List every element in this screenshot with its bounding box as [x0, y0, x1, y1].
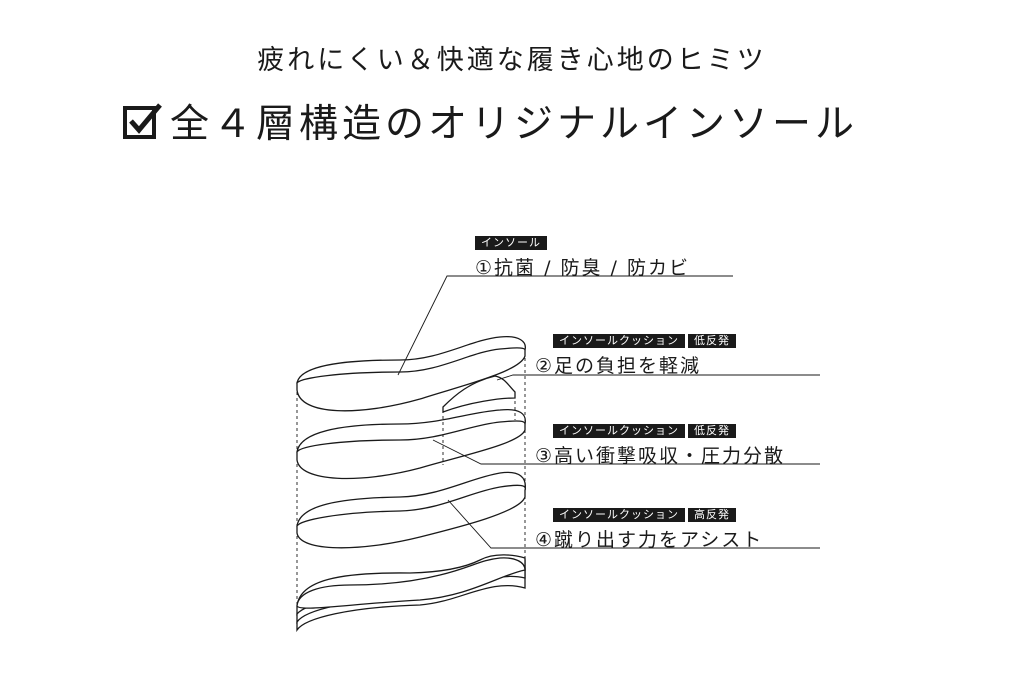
layer-4-tag-1: インソールクッション: [553, 508, 685, 522]
subtitle: 疲れにくい＆快適な履き心地のヒミツ: [257, 45, 767, 76]
heading: 全４層構造のオリジナルインソール: [120, 93, 858, 149]
layer-2-text: ②足の負担を軽減: [535, 355, 702, 377]
layer-4-text: ④蹴り出す力をアシスト: [535, 529, 764, 551]
layer-1-tag: インソール: [475, 236, 547, 250]
layer-3-tag-1: インソールクッション: [553, 424, 685, 438]
layer-2-tag-2: 低反発: [688, 334, 736, 348]
page-title: 全４層構造のオリジナルインソール: [170, 102, 859, 147]
layer-2-tag-1: インソールクッション: [553, 334, 685, 348]
layer-4-tag-2: 高反発: [688, 508, 736, 522]
layer-2-label: インソールクッション低反発 ②足の負担を軽減: [535, 329, 739, 378]
layer-1-label: インソール ①抗菌 / 防臭 / 防カビ: [475, 231, 690, 280]
layer-1-text: ①抗菌 / 防臭 / 防カビ: [475, 257, 690, 279]
insole-layer-3: [296, 471, 526, 549]
insole-layer-2: [296, 408, 526, 480]
insole-layer-4: [296, 554, 526, 633]
layer-4-label: インソールクッション高反発 ④蹴り出す力をアシスト: [535, 503, 763, 552]
layer-3-label: インソールクッション低反発 ③高い衝撃吸収・圧力分散: [535, 419, 785, 468]
layer-3-tag-2: 低反発: [688, 424, 736, 438]
checkbox-check-icon: [123, 103, 162, 139]
heel-cup: [442, 375, 516, 413]
layer-3-text: ③高い衝撃吸収・圧力分散: [535, 445, 786, 467]
insole-layer-1: [296, 336, 526, 412]
